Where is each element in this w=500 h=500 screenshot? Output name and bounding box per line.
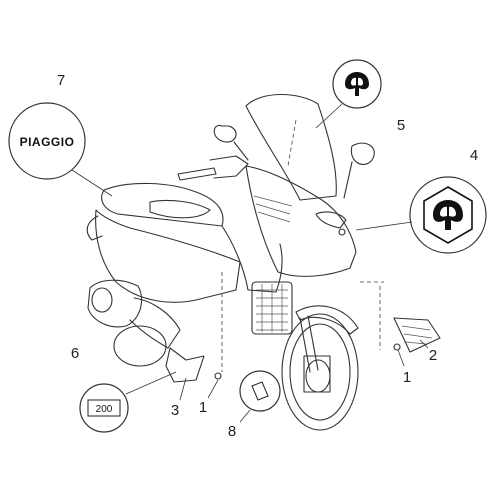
- piaggio-wordmark: PIAGGIO: [20, 135, 75, 149]
- side-trim-left: [165, 347, 205, 383]
- screw-fastener-left: [207, 372, 222, 399]
- screw-fastener-right: [393, 343, 405, 367]
- displacement-plate-badge: 200: [79, 371, 177, 433]
- piaggio-emblem-icon: [345, 72, 369, 96]
- scooter-drawing: [86, 93, 384, 431]
- callout-4: 4: [470, 147, 478, 164]
- piaggio-emblem-icon: [433, 200, 463, 230]
- large-emblem-badge: [338, 176, 487, 254]
- callout-6: 6: [71, 345, 79, 362]
- callout-5: 5: [397, 117, 405, 134]
- callout-1-left: 1: [199, 399, 207, 416]
- piaggio-wordmark-badge: PIAGGIO: [8, 102, 113, 197]
- small-label-badge: [239, 370, 281, 423]
- side-trim-right: [393, 317, 441, 353]
- callout-numbers: 7 5 4 6 3 1 8 1 2: [57, 72, 478, 440]
- callout-1-right: 1: [403, 369, 411, 386]
- callout-7: 7: [57, 72, 65, 89]
- callout-8: 8: [228, 423, 236, 440]
- label-icon: [251, 381, 269, 401]
- callout-3: 3: [171, 402, 179, 419]
- small-emblem-badge: [315, 59, 382, 129]
- displacement-plate-text: 200: [96, 404, 113, 415]
- callout-2: 2: [429, 347, 437, 364]
